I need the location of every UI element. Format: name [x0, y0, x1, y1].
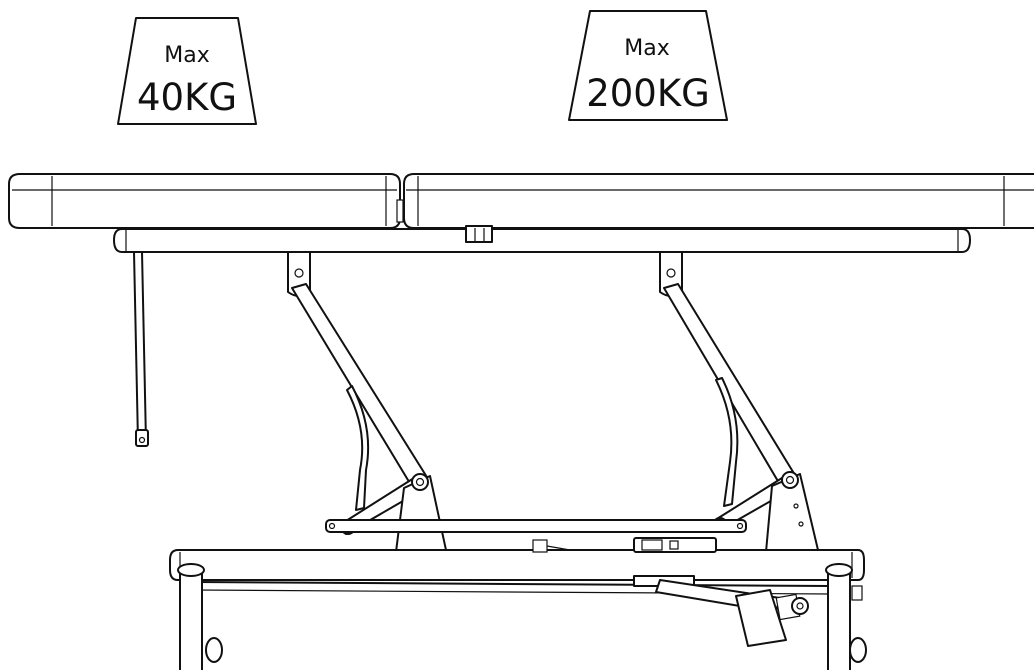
base-frame	[169, 539, 865, 595]
weight-trapezoid-main	[568, 10, 728, 121]
side-rod	[133, 251, 149, 447]
weight-label-main: Max 200KG	[568, 10, 728, 121]
weight-max-text-head: Max	[164, 43, 209, 68]
cushion-hinge	[396, 199, 404, 223]
left-lift-mechanism	[287, 251, 447, 553]
connecting-bar	[325, 519, 747, 533]
head-cushion	[8, 173, 401, 229]
right-lift-mechanism	[659, 251, 819, 553]
top-frame-rail	[113, 225, 971, 253]
caster-left	[205, 637, 223, 663]
center-bracket	[465, 225, 493, 243]
motor-actuator	[633, 537, 809, 647]
weight-value-text-head: 40KG	[137, 76, 237, 119]
caster-right	[849, 637, 867, 663]
weight-trapezoid-head	[117, 17, 257, 125]
weight-value-text-main: 200KG	[586, 72, 710, 115]
main-cushion	[403, 173, 1034, 229]
right-leg	[825, 563, 867, 670]
weight-max-text-main: Max	[624, 36, 669, 61]
left-leg	[177, 563, 223, 670]
weight-label-head: Max 40KG	[117, 17, 257, 125]
